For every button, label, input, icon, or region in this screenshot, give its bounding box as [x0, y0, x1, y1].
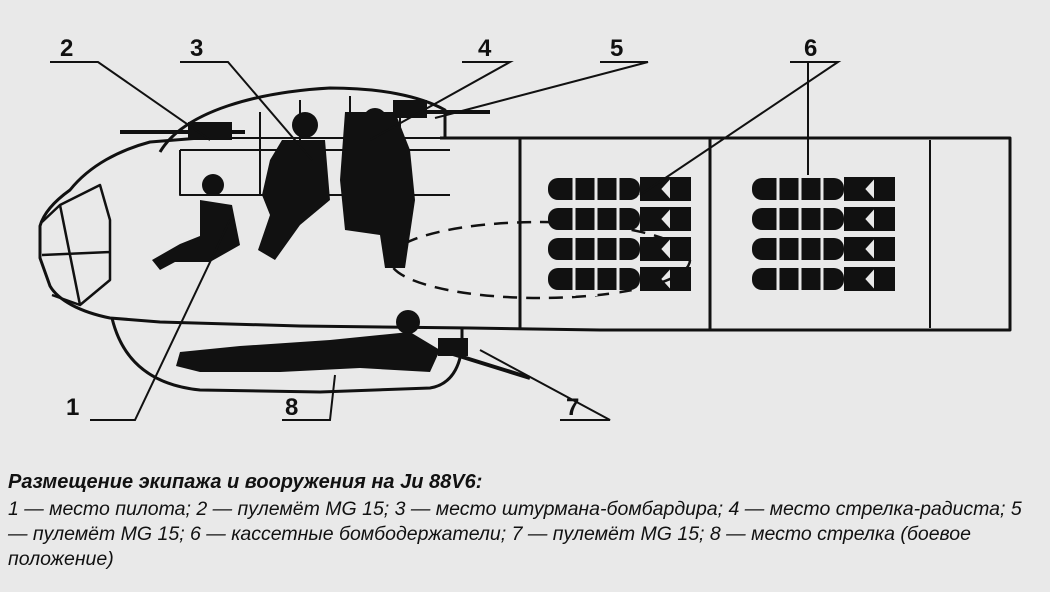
gun-5-body: [393, 100, 427, 118]
bomb-rack-right: [752, 172, 895, 296]
leader-3: [180, 61, 313, 161]
bomb-fin: [844, 267, 895, 291]
bomb-fin: [640, 267, 691, 291]
bomb: [548, 268, 640, 290]
leader-2: [50, 61, 211, 141]
bomb-fin: [640, 237, 691, 261]
bomb-rack-left: [548, 172, 691, 296]
fuselage-outline: [38, 136, 1012, 332]
callout-1: 1: [66, 394, 79, 421]
callout-2: 2: [60, 35, 73, 62]
bomb-fin: [844, 207, 895, 231]
bomb-fin: [844, 177, 895, 201]
leader-5: [434, 61, 649, 119]
leader-6a: [639, 61, 842, 196]
gun-2-body: [188, 122, 232, 140]
navigator-figure: [258, 112, 330, 260]
bomb: [752, 238, 844, 260]
leader-1: [90, 219, 231, 421]
gunner-figure: [176, 310, 440, 372]
bomb-fin: [844, 237, 895, 261]
bomb: [752, 178, 844, 200]
callout-6: 6: [804, 35, 817, 62]
bomb: [548, 208, 640, 230]
pilot-figure: [152, 174, 240, 270]
caption-legend: 1 — место пилота; 2 — пулемёт MG 15; 3 —…: [8, 498, 1022, 570]
crew-layout-diagram: 2 3 4 5 6 1 8 7: [38, 35, 1012, 421]
leader-7: [479, 349, 611, 421]
figure-caption: Размещение экипажа и вооружения на Ju 88…: [8, 470, 1038, 572]
nose-glazing: [41, 183, 112, 307]
callout-3: 3: [190, 35, 203, 62]
bomb-fin: [640, 207, 691, 231]
bomb-fin: [640, 177, 691, 201]
callout-8: 8: [285, 394, 298, 421]
gun-7-body: [438, 338, 468, 356]
bomb: [548, 178, 640, 200]
bomb: [548, 238, 640, 260]
caption-title: Размещение экипажа и вооружения на Ju 88…: [8, 471, 483, 493]
bomb: [752, 268, 844, 290]
radio-operator-figure: [340, 108, 415, 268]
callout-5: 5: [610, 35, 623, 62]
leader-4: [369, 61, 514, 141]
callout-7: 7: [566, 394, 579, 421]
leader-8: [282, 374, 336, 421]
callout-4: 4: [478, 35, 492, 62]
bomb: [752, 208, 844, 230]
